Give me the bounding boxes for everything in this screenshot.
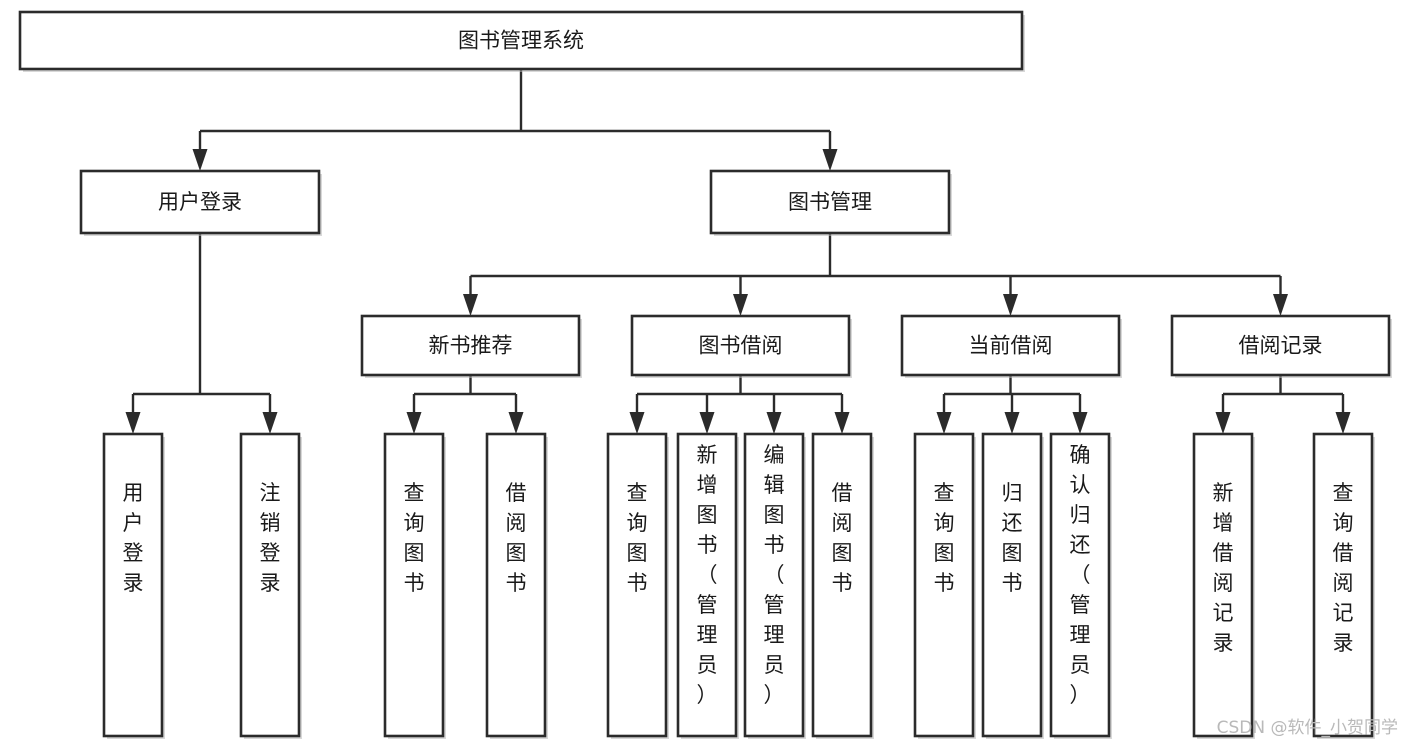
- node-current-borrow[interactable]: 当前借阅: [900, 314, 1122, 378]
- node-label-root: 图书管理系统: [458, 29, 584, 53]
- node-leaf-edit-book[interactable]: 编辑图书（管理员）: [743, 432, 806, 739]
- node-label-leaf-query-book-recommend: 查询图书: [404, 481, 425, 595]
- node-label-book-borrow: 图书借阅: [699, 334, 783, 358]
- node-label-leaf-return-book: 归还图书: [1002, 481, 1023, 595]
- node-label-leaf-query-book-current: 查询图书: [934, 481, 955, 595]
- csdn-watermark: CSDN @软件_小贺同学: [1217, 718, 1398, 738]
- node-leaf-add-borrow-record[interactable]: 新增借阅记录: [1192, 432, 1255, 739]
- node-label-current-borrow: 当前借阅: [969, 334, 1053, 358]
- node-leaf-confirm-return[interactable]: 确认归还（管理员）: [1049, 432, 1112, 739]
- node-book-borrow[interactable]: 图书借阅: [630, 314, 852, 378]
- node-label-leaf-borrow-book-recommend: 借阅图书: [506, 481, 527, 595]
- node-label-leaf-user-login: 用户登录: [123, 481, 144, 595]
- node-leaf-borrow-book[interactable]: 借阅图书: [811, 432, 874, 739]
- node-leaf-query-book-borrow[interactable]: 查询图书: [606, 432, 669, 739]
- node-leaf-query-borrow-record[interactable]: 查询借阅记录: [1312, 432, 1375, 739]
- nodes-layer: 图书管理系统用户登录图书管理新书推荐图书借阅当前借阅借阅记录用户登录注销登录查询…: [18, 10, 1392, 739]
- node-label-book-management: 图书管理: [788, 190, 872, 214]
- node-root[interactable]: 图书管理系统: [18, 10, 1025, 72]
- node-label-leaf-borrow-book: 借阅图书: [832, 481, 853, 595]
- node-label-leaf-edit-book: 编辑图书（管理员）: [764, 443, 785, 707]
- node-label-new-book-recommend: 新书推荐: [429, 334, 513, 358]
- node-label-leaf-add-borrow-record: 新增借阅记录: [1213, 481, 1234, 655]
- node-label-leaf-query-book-borrow: 查询图书: [627, 481, 648, 595]
- node-leaf-logout[interactable]: 注销登录: [239, 432, 302, 739]
- node-label-borrow-record: 借阅记录: [1239, 334, 1323, 358]
- node-book-management[interactable]: 图书管理: [709, 169, 952, 236]
- node-leaf-user-login[interactable]: 用户登录: [102, 432, 165, 739]
- node-label-leaf-query-borrow-record: 查询借阅记录: [1333, 481, 1354, 655]
- node-label-user-login: 用户登录: [158, 190, 242, 214]
- node-leaf-borrow-book-recommend[interactable]: 借阅图书: [485, 432, 548, 739]
- node-label-leaf-logout: 注销登录: [260, 481, 281, 595]
- edges-layer: [125, 69, 1351, 434]
- node-new-book-recommend[interactable]: 新书推荐: [360, 314, 582, 378]
- node-label-leaf-add-book: 新增图书（管理员）: [697, 443, 718, 707]
- node-user-login[interactable]: 用户登录: [79, 169, 322, 236]
- node-label-leaf-confirm-return: 确认归还（管理员）: [1070, 443, 1091, 707]
- node-leaf-query-book-current[interactable]: 查询图书: [913, 432, 976, 739]
- node-leaf-query-book-recommend[interactable]: 查询图书: [383, 432, 446, 739]
- node-leaf-add-book[interactable]: 新增图书（管理员）: [676, 432, 739, 739]
- node-leaf-return-book[interactable]: 归还图书: [981, 432, 1044, 739]
- node-borrow-record[interactable]: 借阅记录: [1170, 314, 1392, 378]
